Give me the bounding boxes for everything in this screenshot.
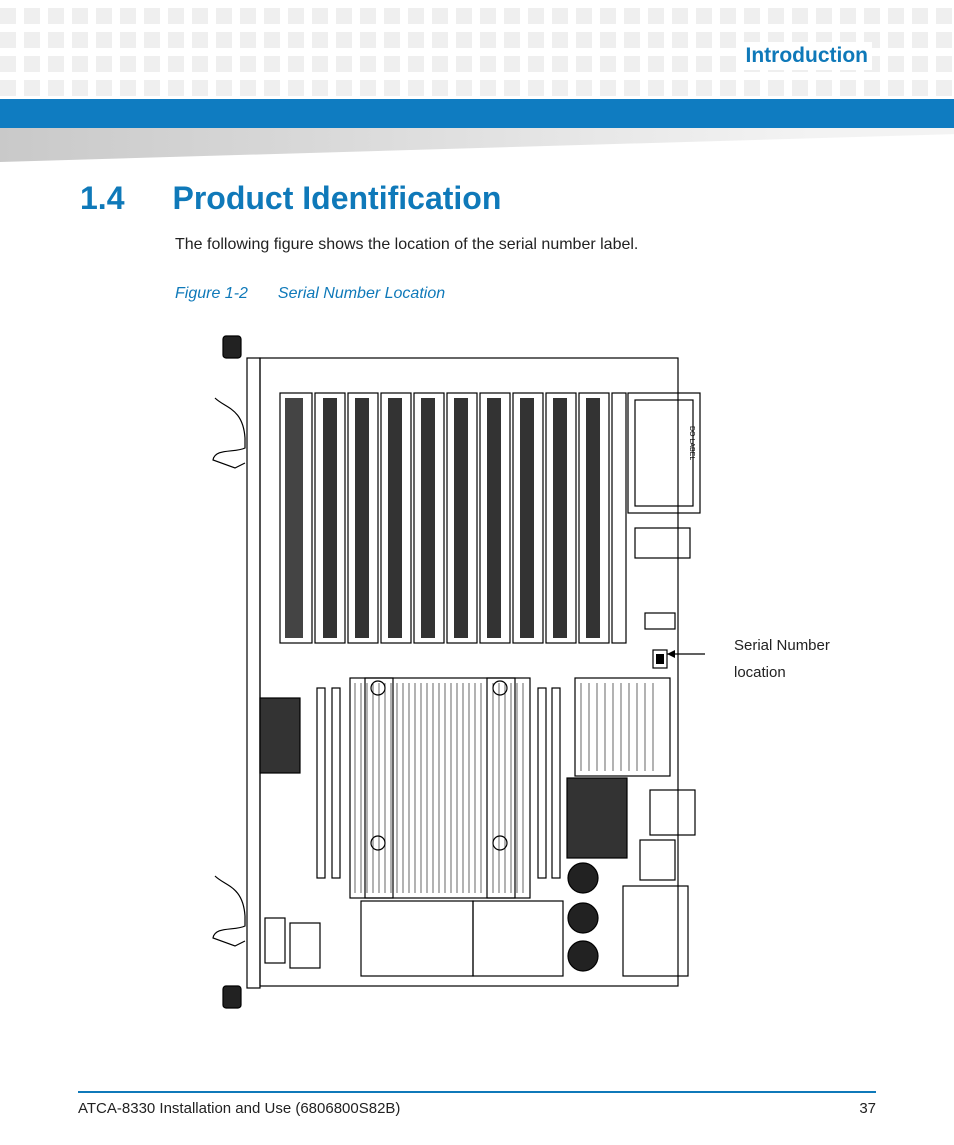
heading-title: Product Identification: [172, 180, 502, 216]
rj-connector: [649, 789, 696, 836]
top-screw: [222, 335, 242, 359]
left-slot-2: [331, 687, 341, 879]
page-number: 37: [859, 1100, 876, 1117]
figure-caption: Figure 1-2 Serial Number Location: [175, 285, 445, 303]
board-outline: [259, 357, 679, 987]
right-slot-1: [537, 687, 547, 879]
header-wedge: [0, 128, 954, 162]
left-block: [289, 922, 321, 969]
capacitor-1: [567, 862, 599, 894]
section-heading: 1.4 Product Identification: [80, 180, 501, 217]
serial-callout: Serial Number location: [734, 632, 854, 686]
caption-title: Serial Number Location: [277, 285, 446, 302]
main-heatsink: [349, 677, 531, 899]
left-chip: [259, 697, 301, 774]
board-diagram: DO LABEL: [212, 335, 705, 1009]
left-connector: [264, 917, 286, 964]
right-heatsink: [574, 677, 671, 777]
label-module: [627, 392, 701, 514]
section-label: Introduction: [741, 42, 872, 70]
bottom-block-3: [622, 885, 689, 977]
bottom-block-1: [360, 900, 474, 977]
heading-number: 1.4: [80, 180, 125, 216]
capacitor-3: [567, 940, 599, 972]
small-connector: [639, 839, 676, 881]
footer-rule: [78, 1091, 876, 1093]
callout-line-1: Serial Number: [734, 637, 830, 654]
intro-paragraph: The following figure shows the location …: [175, 236, 639, 253]
left-slot-1: [316, 687, 326, 879]
callout-line-2: location: [734, 664, 786, 681]
dip-switch: [634, 527, 691, 559]
capacitor-2: [567, 902, 599, 934]
header-bar: [0, 99, 954, 128]
lower-handle: [212, 875, 246, 947]
right-slot-2: [551, 687, 561, 879]
bottom-block-2: [472, 900, 564, 977]
lower-chip: [566, 777, 628, 859]
dimm-banks: [279, 392, 627, 644]
board-label-text: DO LABEL: [688, 426, 695, 460]
small-switch: [644, 612, 676, 630]
bottom-screw: [222, 985, 242, 1009]
front-panel: [246, 357, 261, 989]
footer-document: ATCA-8330 Installation and Use (6806800S…: [78, 1100, 401, 1117]
caption-number: Figure 1-2: [175, 285, 248, 302]
upper-handle: [212, 397, 246, 469]
